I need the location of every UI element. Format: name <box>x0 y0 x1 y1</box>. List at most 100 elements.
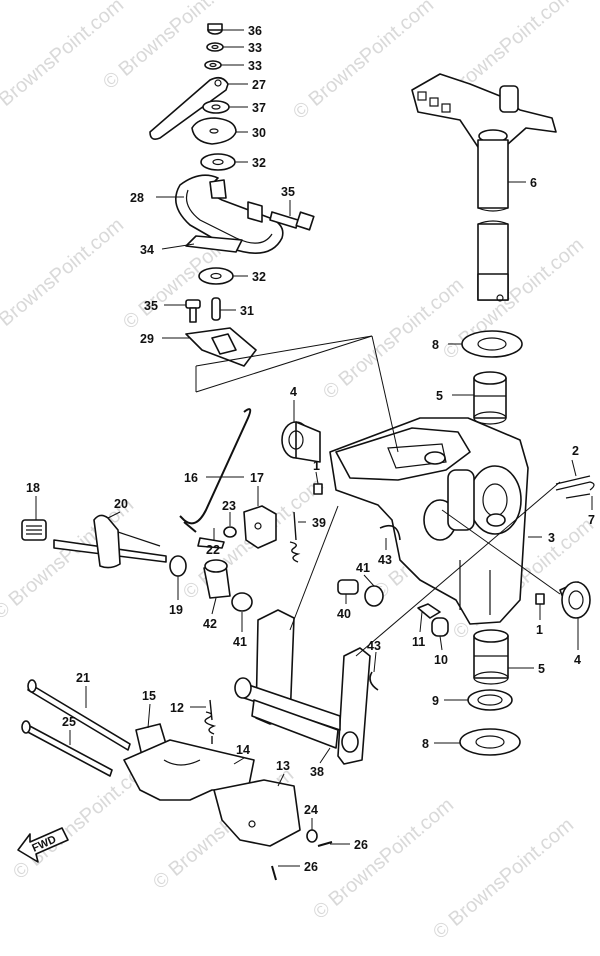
part-42-bushing <box>203 559 231 599</box>
part-16-rod <box>179 408 252 525</box>
part-34-plate <box>185 235 243 253</box>
callout-16: 16 <box>184 471 198 485</box>
part-39-spring <box>289 511 301 563</box>
part-37-washer <box>202 100 230 114</box>
callout-42: 42 <box>203 617 217 631</box>
callout-19: 19 <box>169 603 183 617</box>
part-9-washer <box>467 689 513 711</box>
part-28-handle <box>174 174 284 254</box>
part-8-washer <box>459 728 521 756</box>
part-7-pin <box>565 493 591 499</box>
watermark: © BrownsPoint.com <box>309 794 458 924</box>
callout-18: 18 <box>26 481 40 495</box>
part-3-swivel-bracket <box>329 417 529 625</box>
callout-15: 15 <box>142 689 156 703</box>
callout-5: 5 <box>436 389 443 403</box>
part-2-pin <box>555 475 595 491</box>
part-38-lever <box>234 609 371 765</box>
part-32-washer <box>198 267 234 285</box>
callout-37: 37 <box>252 101 266 115</box>
callout-21: 21 <box>76 671 90 685</box>
callout-7: 7 <box>588 513 595 527</box>
callout-26: 26 <box>304 860 318 874</box>
callout-14: 14 <box>236 743 250 757</box>
callout-22: 22 <box>206 543 220 557</box>
callouts: 36 33 33 27 37 30 32 28 35 34 32 35 31 2… <box>26 24 595 874</box>
part-6-shaft <box>477 139 509 209</box>
watermark: © BrownsPoint.com <box>0 0 128 124</box>
upper-assembly <box>149 23 315 367</box>
callout-20: 20 <box>114 497 128 511</box>
callout-6: 6 <box>530 176 537 190</box>
callout-13: 13 <box>276 759 290 773</box>
callout-3: 3 <box>548 531 555 545</box>
part-26-pin <box>271 865 277 881</box>
callout-1: 1 <box>313 459 320 473</box>
watermark: © BrownsPoint.com <box>0 214 128 344</box>
callout-26: 26 <box>354 838 368 852</box>
callout-33: 33 <box>248 59 262 73</box>
swivel-shaft-assembly <box>411 73 557 425</box>
callout-38: 38 <box>310 765 324 779</box>
callout-12: 12 <box>170 701 184 715</box>
part-31-pin <box>211 297 221 321</box>
callout-17: 17 <box>250 471 264 485</box>
part-10-cap <box>431 617 449 637</box>
part-33-washer <box>206 42 224 52</box>
watermark: © BrownsPoint.com <box>319 274 468 404</box>
part-8-washer <box>461 330 523 358</box>
part-5-bushing <box>473 371 507 425</box>
callout-32: 32 <box>252 156 266 170</box>
callout-4: 4 <box>574 653 581 667</box>
part-11-bolt <box>417 603 441 619</box>
callout-33: 33 <box>248 41 262 55</box>
callout-43: 43 <box>367 639 381 653</box>
part-5-bushing <box>473 629 509 685</box>
callout-30: 30 <box>252 126 266 140</box>
callout-40: 40 <box>337 607 351 621</box>
part-1-grease-nipple <box>535 593 545 605</box>
callout-4: 4 <box>290 385 297 399</box>
callout-2: 2 <box>572 444 579 458</box>
part-4-bushing <box>559 581 591 619</box>
part-1-grease-nipple <box>313 483 323 495</box>
part-32-washer <box>200 153 236 171</box>
part-43-clip <box>369 671 379 691</box>
part-12-spring <box>204 699 217 744</box>
callout-34: 34 <box>140 243 154 257</box>
part-41-bushing <box>364 585 384 607</box>
callout-1: 1 <box>536 623 543 637</box>
callout-32: 32 <box>252 270 266 284</box>
part-35-bolt <box>269 211 315 231</box>
callout-10: 10 <box>434 653 448 667</box>
part-36-nut-body <box>207 23 223 31</box>
callout-8: 8 <box>432 338 439 352</box>
watermark: © BrownsPoint.com <box>429 814 578 944</box>
callout-35: 35 <box>144 299 158 313</box>
part-30-plate <box>191 117 237 145</box>
part-6-shaft-head <box>411 73 557 151</box>
leader-lines <box>35 29 593 867</box>
part-17-bracket <box>243 505 277 549</box>
part-41-bushing <box>231 592 253 612</box>
part-35-bolt <box>185 299 201 323</box>
callout-41: 41 <box>356 561 370 575</box>
part-26-pin <box>317 841 333 847</box>
callout-9: 9 <box>432 694 439 708</box>
callout-27: 27 <box>252 78 266 92</box>
callout-25: 25 <box>62 715 76 729</box>
callout-31: 31 <box>240 304 254 318</box>
part-13-cover <box>213 779 301 847</box>
callout-24: 24 <box>304 803 318 817</box>
callout-23: 23 <box>222 499 236 513</box>
part-33-washer <box>204 60 222 70</box>
part-23-washer <box>223 526 237 538</box>
callout-43: 43 <box>378 553 392 567</box>
part-24-washer <box>306 829 318 843</box>
callout-41: 41 <box>233 635 247 649</box>
part-4-bushing <box>281 421 321 463</box>
part-43-clip <box>379 524 401 541</box>
callout-5: 5 <box>538 662 545 676</box>
part-19-collar <box>169 555 187 577</box>
